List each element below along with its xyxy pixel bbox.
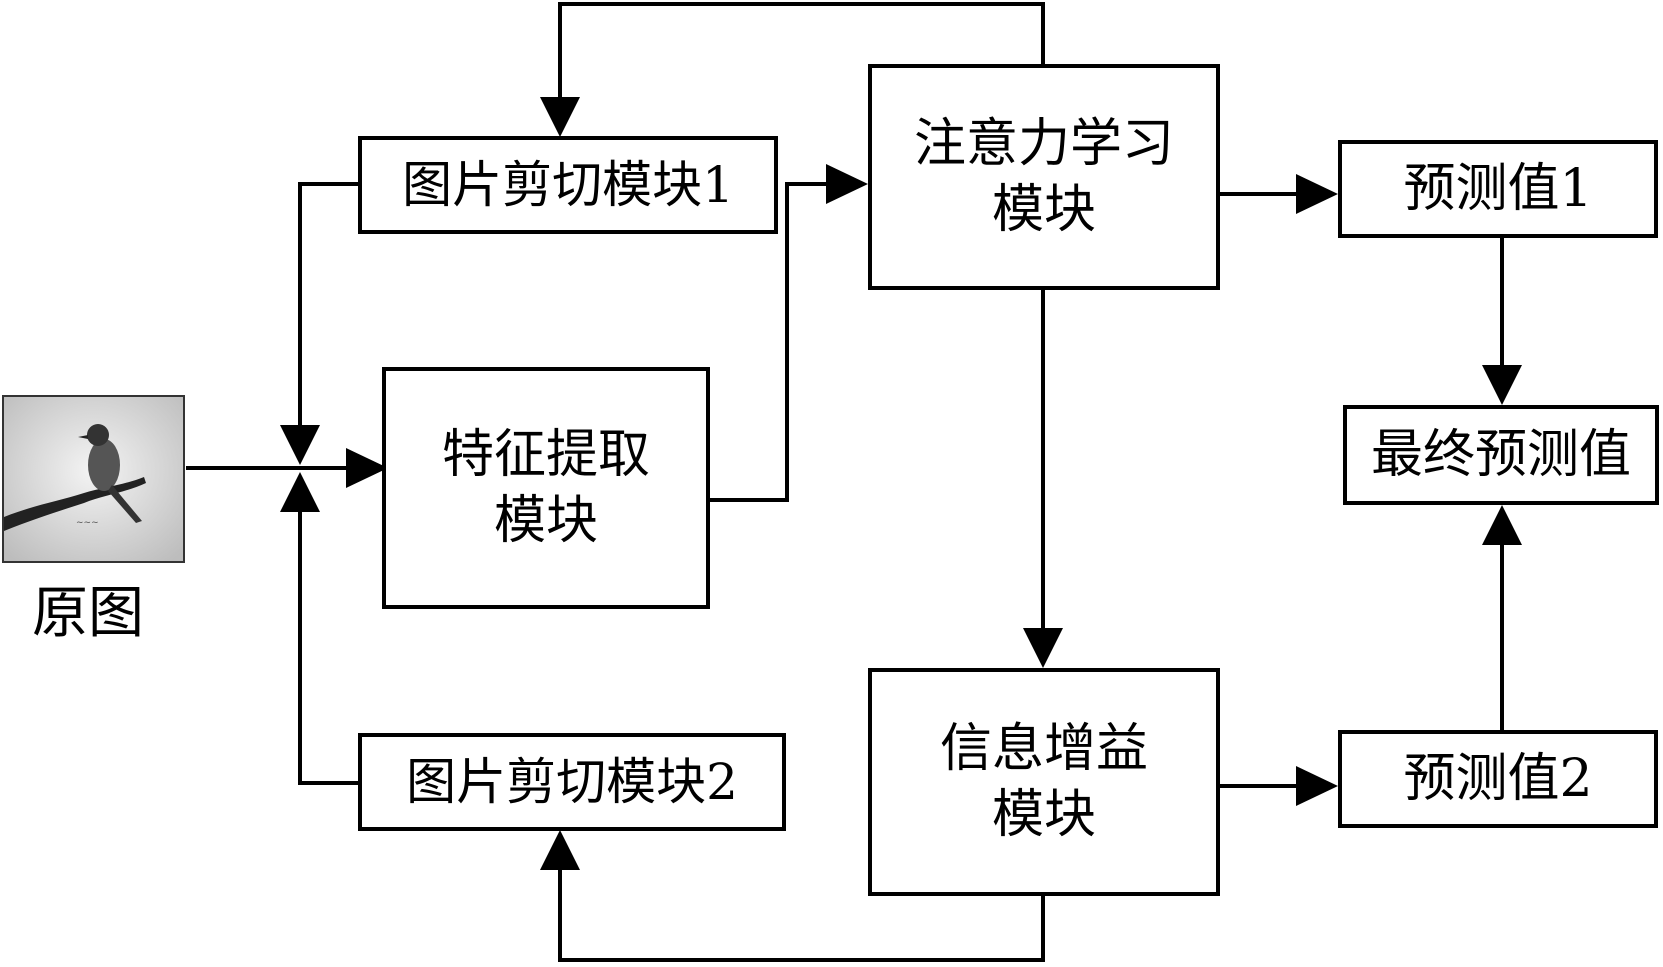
prediction-2-label: 预测值2 xyxy=(1403,749,1593,809)
arrowhead-infogain xyxy=(1023,628,1063,668)
svg-text:~~~: ~~~ xyxy=(76,518,99,528)
final-prediction-label: 最终预测值 xyxy=(1370,425,1631,485)
arrowhead-pred1 xyxy=(1296,174,1338,214)
information-gain-label-line2: 模块 xyxy=(991,785,1096,845)
input-caption: 原图 xyxy=(32,581,144,646)
arrowhead-final-top xyxy=(1482,365,1522,405)
feature-extraction-label-line1: 特征提取 xyxy=(441,425,650,485)
information-gain-module: 信息增益 模块 xyxy=(868,668,1220,896)
edge-crop1-to-junction xyxy=(298,182,358,430)
arrowhead-crop1 xyxy=(540,97,580,137)
final-prediction: 最终预测值 xyxy=(1343,405,1659,505)
arrowhead-final-bottom xyxy=(1482,505,1522,545)
edge-attention-to-crop1 xyxy=(558,2,1045,100)
arrowhead-pred2 xyxy=(1296,766,1338,806)
information-gain-label-line1: 信息增益 xyxy=(939,719,1148,779)
bird-image-icon: ~~~ xyxy=(4,397,183,561)
attention-learning-module: 注意力学习 模块 xyxy=(868,64,1220,290)
prediction-1: 预测值1 xyxy=(1338,140,1658,238)
arrowhead-attention xyxy=(826,164,868,204)
arrowhead-junction-bottom xyxy=(280,472,320,512)
prediction-1-label: 预测值1 xyxy=(1403,159,1593,219)
edge-infogain-to-crop2 xyxy=(558,868,1045,962)
crop-module-1: 图片剪切模块1 xyxy=(358,136,778,234)
arrowhead-feature xyxy=(346,448,388,488)
crop-module-1-label: 图片剪切模块1 xyxy=(402,156,734,214)
arrowhead-crop2 xyxy=(540,830,580,870)
attention-learning-label-line2: 模块 xyxy=(991,180,1096,240)
feature-extraction-label-line2: 模块 xyxy=(493,491,598,551)
arrowhead-junction-top xyxy=(280,425,320,465)
crop-module-2-label: 图片剪切模块2 xyxy=(406,753,738,811)
prediction-2: 预测值2 xyxy=(1338,730,1658,828)
edge-crop2-to-junction xyxy=(298,510,358,785)
crop-module-2: 图片剪切模块2 xyxy=(358,733,786,831)
attention-learning-label-line1: 注意力学习 xyxy=(913,114,1174,174)
edge-feature-to-attention xyxy=(708,182,830,502)
feature-extraction-module: 特征提取 模块 xyxy=(382,367,710,609)
input-image: ~~~ xyxy=(2,395,185,563)
